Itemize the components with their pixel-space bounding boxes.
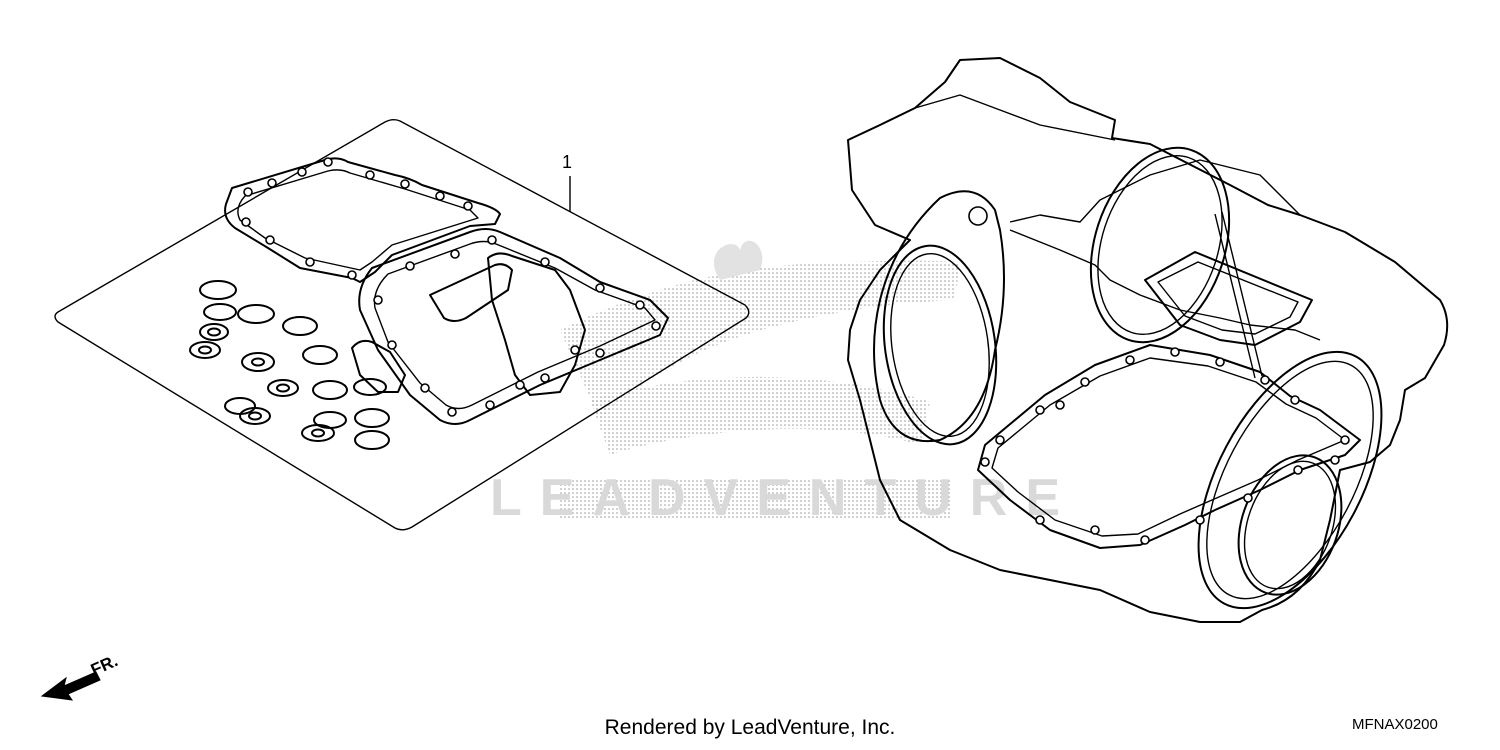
strap-line: [1214, 211, 1263, 379]
o-rings-and-seals: [189, 280, 390, 450]
left-bore-outer: [873, 190, 1005, 443]
watermark-band: [560, 478, 950, 518]
top-rect-gasket-inner: [1157, 261, 1299, 335]
block-crankcase-gasket: [977, 344, 1361, 549]
front-bore-inner: [1243, 460, 1337, 590]
left-bore-hole: [968, 206, 988, 226]
cover-gasket: [487, 252, 586, 396]
engine-block: [847, 57, 1449, 623]
footer-credit: Rendered by LeadVenture, Inc.: [604, 716, 896, 739]
right-bore-ring: [1197, 350, 1383, 610]
top-bore-inner: [1097, 154, 1223, 336]
top-bore-ring: [1089, 146, 1231, 344]
gasket-kit-sheet: 1: [54, 119, 750, 531]
oil-pan-gasket: [358, 228, 669, 425]
crankcase-gasket-inner: [237, 169, 479, 271]
right-bore-inner: [1206, 360, 1374, 600]
watermark-wing-lower: [590, 376, 930, 455]
top-rect-gasket: [1144, 251, 1313, 346]
front-bore-ring: [1237, 454, 1343, 596]
left-bore-ring: [882, 244, 998, 446]
watermark: LEADVENTURE: [490, 240, 1078, 527]
left-bore-inner: [890, 252, 990, 438]
plate-gasket: [429, 263, 513, 322]
watermark-flame: [713, 240, 763, 280]
gasket-bolt-holes: [241, 157, 661, 417]
small-irregular-gasket: [351, 339, 406, 393]
front-marker-label: FR.: [88, 651, 121, 679]
crankcase-gasket: [224, 157, 501, 283]
kit-sheet-outline: [54, 119, 750, 531]
front-direction-marker: FR.: [40, 651, 121, 701]
front-arrow-icon: [40, 671, 101, 701]
watermark-text: LEADVENTURE: [490, 469, 1078, 527]
callout-label-1: 1: [562, 152, 572, 172]
block-bolt-holes: [980, 347, 1350, 545]
block-crankcase-gasket-inner: [991, 357, 1346, 537]
engine-split-line: [1009, 229, 1321, 341]
diagram-code: MFNAX0200: [1352, 716, 1438, 733]
